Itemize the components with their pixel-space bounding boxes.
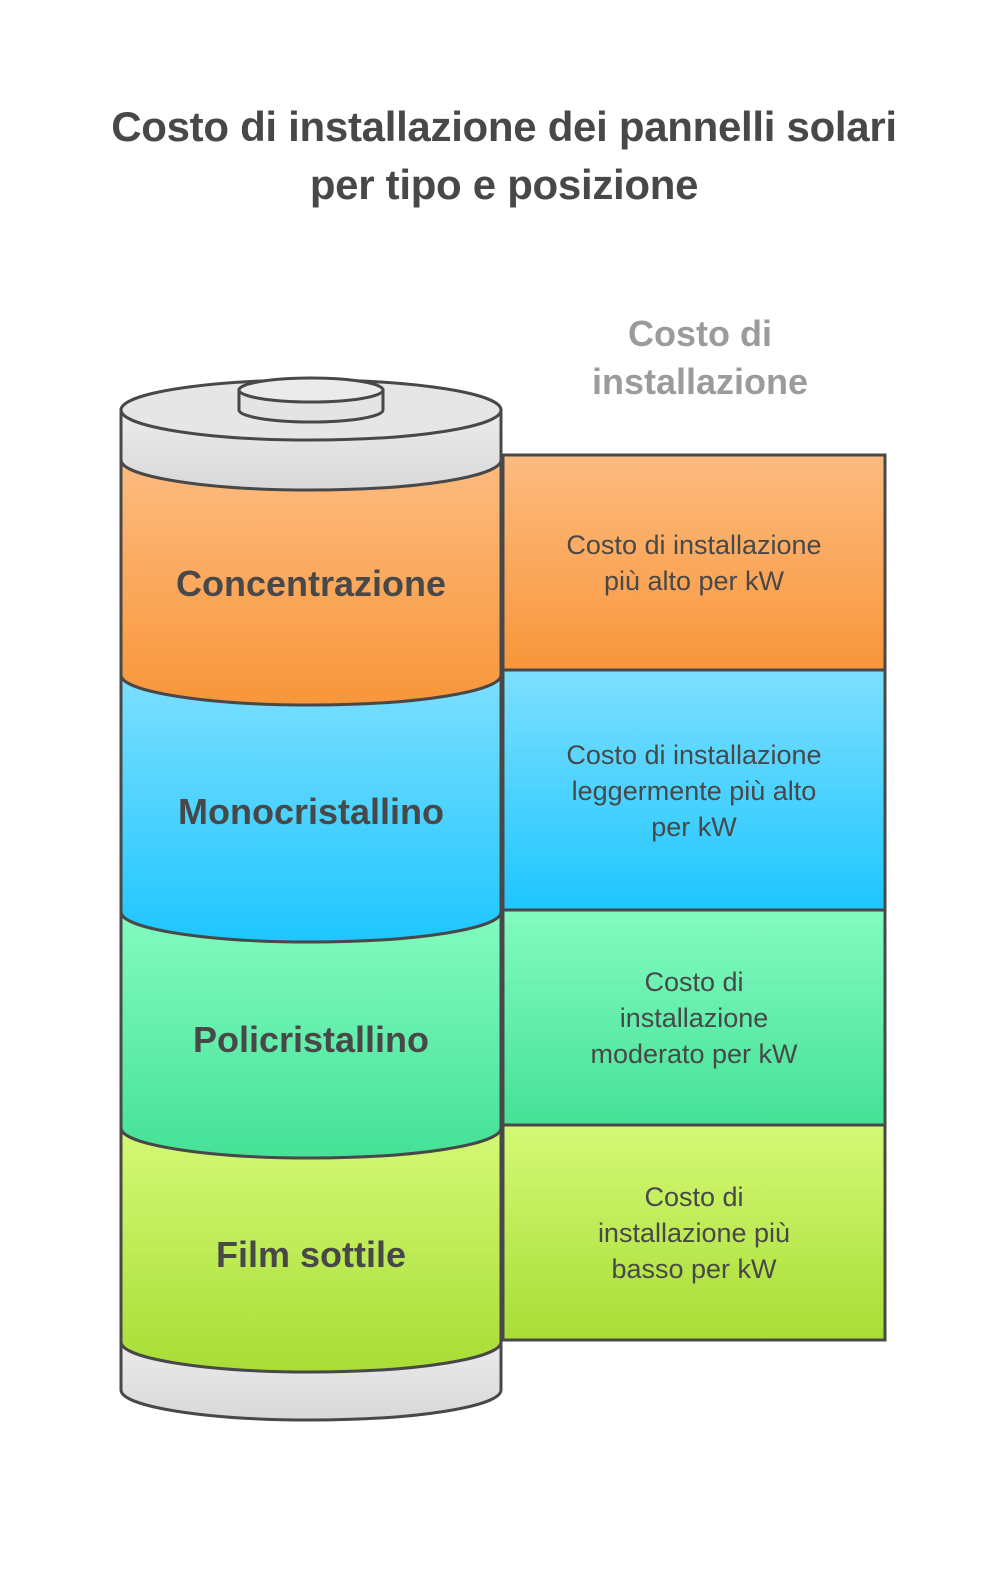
battery-segment-policristallino [119,910,503,1160]
description-box-film-sottile [501,1123,887,1342]
segment-label-monocristallino: Monocristallino [177,791,444,832]
description-monocristallino: Costo di installazione leggermente più a… [504,672,884,909]
description-box-concentrazione [501,453,887,672]
battery-segment-concentrazione [119,458,503,707]
column-header-line-2: installazione [591,361,809,402]
description-text: Costo di installazione leggermente più a… [566,739,822,842]
battery-segment-monocristallino [119,673,503,944]
title-line-1: Costo di installazione dei pannelli sola… [111,103,897,150]
column-header: Costo di installazione [560,310,840,406]
title-line-2: per tipo e posizione [309,161,699,208]
description-box-policristallino [501,908,887,1127]
description-text: Costo di installazione più basso per kW [597,1182,791,1284]
battery-top-cap [119,376,503,492]
battery-segment-film-sottile [119,1128,503,1374]
segment-label-policristallino: Policristallino [192,1019,430,1060]
description-policristallino: Costo di installazione moderato per kW [504,912,884,1124]
description-text: Costo di installazione moderato per kW [590,967,798,1069]
description-text: Costo di installazione più alto per kW [566,530,822,596]
description-box-monocristallino [501,668,887,912]
battery-terminal [237,376,385,424]
column-header-line-1: Costo di [628,313,772,354]
description-boxes [501,453,887,1342]
page-title: Costo di installazione dei pannelli sola… [0,98,1008,214]
description-concentrazione: Costo di installazione più alto per kW [504,457,884,669]
description-film-sottile: Costo di installazione più basso per kW [504,1127,884,1339]
segment-label-film-sottile: Film sottile [215,1234,407,1275]
segment-label-concentrazione: Concentrazione [175,563,447,604]
